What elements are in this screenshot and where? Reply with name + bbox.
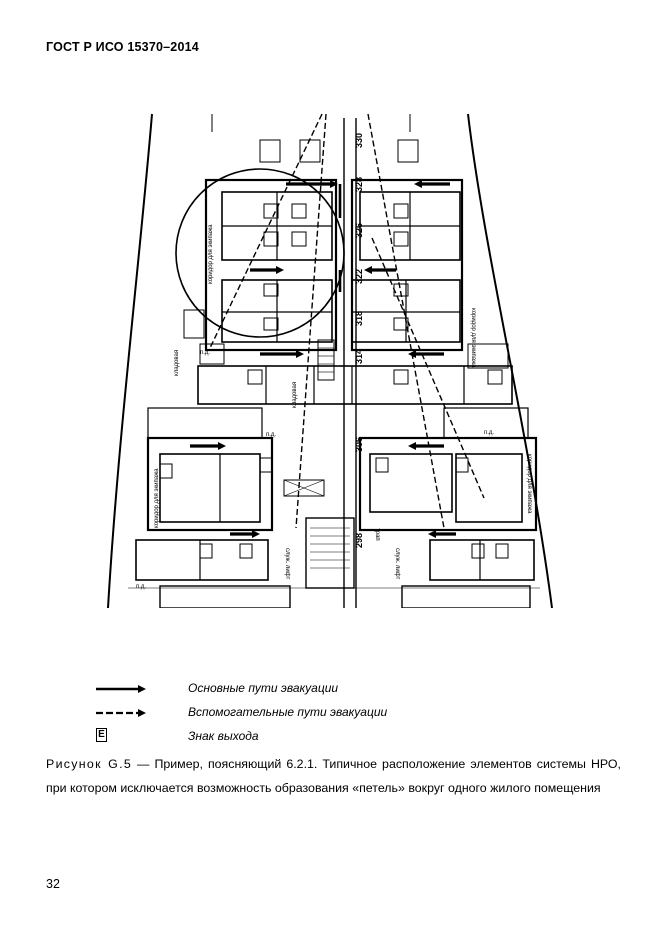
stairwell: [305, 517, 355, 589]
dashed-arrow-icon: [96, 709, 146, 717]
document-header: ГОСТ Р ИСО 15370–2014: [46, 40, 199, 54]
figure-caption: Рисунок G.5 — Пример, поясняющий 6.2.1. …: [46, 752, 621, 800]
lower-block-left: [146, 436, 274, 532]
room-number: 306: [354, 437, 364, 452]
deck-floor-plan: 330 328 326 322 318 314 306 298 коридор …: [100, 108, 562, 608]
exit-sign-icon: E: [96, 728, 107, 742]
room-number: 326: [354, 223, 364, 238]
corridor-label: коридор для экипажа: [470, 308, 476, 368]
legend-exit-sign: E Знак выхода: [96, 728, 556, 746]
main-evacuation-routes: [190, 180, 456, 538]
lift-label: служ. лифт: [284, 548, 290, 580]
figure-caption-text: — Пример, поясняющий 6.2.1. Типичное рас…: [46, 757, 621, 795]
room-number: 314: [354, 349, 364, 364]
hull-outline-right: [467, 113, 553, 608]
storage-label: кладовая: [174, 350, 180, 376]
storage-label: кладовая: [292, 382, 298, 408]
corridor-label: коридор для экипажа: [526, 454, 532, 514]
room-number: 322: [354, 269, 364, 284]
trap-label: трап: [374, 528, 380, 541]
corridor-label: коридор для экипажа: [154, 468, 160, 528]
corridor-label: коридор для экипажа: [208, 224, 214, 284]
legend-label: Знак выхода: [188, 729, 259, 743]
pd-label: п.д.: [266, 432, 276, 438]
loop-zone-circle: [175, 168, 345, 338]
page-number: 32: [46, 877, 60, 891]
solid-arrow-icon: [96, 685, 146, 693]
middle-band: [197, 365, 513, 405]
legend-label: Вспомогательные пути эвакуации: [188, 705, 388, 719]
lift-label: служ. лифт: [394, 548, 400, 580]
upper-block-left: [204, 178, 338, 352]
legend-label: Основные пути эвакуации: [188, 681, 339, 695]
room-number: 330: [354, 133, 364, 148]
room-number: 328: [354, 177, 364, 192]
lower-block-right: [358, 436, 538, 532]
upper-block-right: [350, 178, 464, 352]
legend-main-route: Основные пути эвакуации: [96, 680, 556, 698]
figure-label: Рисунок G.5: [46, 757, 133, 771]
room-number: 298: [354, 533, 364, 548]
pd-label: п.д.: [484, 430, 494, 436]
pd-label: п.д.: [136, 584, 146, 590]
legend-secondary-route: Вспомогательные пути эвакуации: [96, 704, 556, 722]
room-number: 318: [354, 311, 364, 326]
secondary-evacuation-routes: [209, 113, 485, 529]
hull-outline-left: [107, 113, 153, 608]
pd-label: п.д.: [200, 350, 210, 356]
